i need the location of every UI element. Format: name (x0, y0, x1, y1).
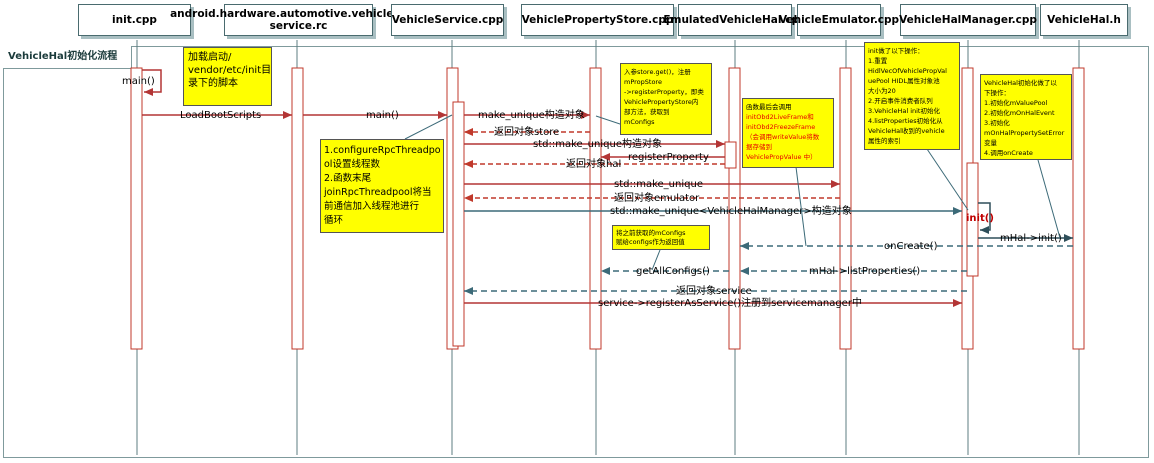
note-line: VehicleHal收到的vehicle (868, 127, 945, 135)
note-line: initObd2FreezeFrame (746, 123, 816, 131)
label-mhal-init: mHal->init() (1000, 233, 1062, 244)
note-main-steps: 1.configureRpcThreadpo ol设置线程数 2.函数末尾 jo… (320, 139, 444, 233)
note-line: 前通信加入线程池进行 (324, 201, 420, 212)
participant-service: VehicleService.cpp (391, 4, 504, 36)
label-make-unique-emulator: std::make_unique (614, 179, 703, 190)
connector-note-init-obd (795, 166, 807, 247)
connector-note-hal-init (1037, 159, 1061, 239)
note-line: 入参store.get()，注册 (624, 68, 691, 76)
connector-note-configs (651, 249, 661, 271)
label-get-all-configs: getAllConfigs() (636, 266, 710, 277)
note-store-get: 入参store.get()，注册 mPropStore ->registerPr… (620, 63, 712, 135)
activation-halh (1072, 67, 1085, 350)
note-line: 4.listProperties初始化从 (868, 117, 943, 125)
note-line: 赋给configs作为返回值 (616, 238, 685, 246)
label-self-main: main() (122, 76, 155, 87)
activation-manager-inner (966, 162, 979, 277)
note-line: 属性的索引 (868, 137, 901, 145)
connector-note-manager-init (924, 145, 969, 211)
label-on-create: onCreate() (884, 241, 938, 252)
note-line: HidlVecOfVehiclePropVal (868, 67, 947, 75)
note-line: 2.初始化mOnHalEvent (984, 109, 1055, 117)
participant-halh: VehicleHal.h (1040, 4, 1128, 36)
activation-emulhal (728, 67, 741, 350)
activation-rc (291, 67, 304, 350)
note-line: mConfigs (624, 118, 655, 126)
label-load-boot-scripts: LoadBootScripts (180, 110, 261, 121)
note-configs-return: 将之前获取的mConfigs 赋给configs作为返回值 (612, 225, 710, 250)
activation-emulhal-inner (724, 141, 737, 169)
connector-note-main-steps (404, 114, 453, 140)
note-line: （会调用writeValue将数 (746, 133, 820, 141)
note-line: 函数最后会调用 (746, 103, 792, 111)
note-line: 2.函数末尾 (324, 173, 372, 184)
label-return-hal: 返回对象hal (566, 157, 621, 170)
note-line: 1.configureRpcThreadpo (324, 145, 441, 156)
note-line: 1.初始化mValuePool (984, 99, 1048, 107)
activation-store (589, 67, 602, 350)
label-self-init: init() (966, 213, 994, 224)
label-make-unique-emulhal: std::make_unique构造对象 (533, 137, 662, 150)
note-line: 部方法，获取到 (624, 108, 670, 116)
note-hal-init: VehicleHal初始化做了以 下操作： 1.初始化mValuePool 2.… (980, 74, 1072, 160)
note-line: 循环 (324, 215, 344, 226)
note-line: vendor/etc/init目 (188, 65, 272, 76)
frame-label: VehicleHal初始化流程 (3, 46, 133, 69)
self-message-main (142, 69, 162, 96)
self-message-init (978, 202, 991, 234)
activation-emulator (839, 67, 852, 350)
label-return-store: 返回对象store (494, 125, 559, 138)
note-line: 下操作： (984, 89, 1010, 97)
activation-service-inner (452, 101, 465, 347)
note-line: uePool HIDL属性对象池 (868, 77, 940, 85)
label-register-property: registerProperty (628, 152, 709, 163)
note-line: mPropStore (624, 78, 662, 86)
note-line: VehiclePropValue 中） (746, 153, 817, 161)
note-line: 4.调用onCreate (984, 149, 1033, 157)
note-line: init做了以下操作： (868, 47, 924, 55)
note-line: 变量 (984, 139, 997, 147)
note-manager-init: init做了以下操作： 1.重置 HidlVecOfVehiclePropVal… (864, 42, 960, 150)
note-line: 3.VehicleHal init初始化 (868, 107, 940, 115)
note-boot-scripts: 加载启动/ vendor/etc/init目 录下的脚本 (183, 47, 272, 106)
note-init-obd: 函数最后会调用 initObd2LiveFrame和 initObd2Freez… (742, 98, 834, 168)
label-register-as-service: service->registerAsService()注册到servicema… (598, 296, 862, 309)
participant-store: VehiclePropertyStore.cpp (521, 4, 674, 36)
label-return-service: 返回对象service (676, 284, 752, 297)
label-return-emulator: 返回对象emulator (614, 191, 700, 204)
label-list-properties: mHal->listProperties() (809, 266, 920, 277)
participant-emulhal: EmulatedVehicleHal.cpp (663, 4, 807, 36)
note-line: joinRpcThreadpool将当 (324, 187, 432, 198)
note-line: 3.初始化 (984, 119, 1010, 127)
note-line: 2.开启事件消费者队列 (868, 97, 933, 105)
note-line: 将之前获取的mConfigs (616, 229, 686, 237)
diagram-frame (3, 46, 1149, 458)
note-line: ->registerProperty，即类 (624, 88, 704, 96)
label-make-unique-manager: std::make_unique<VehicleHalManager>构造对象 (610, 204, 852, 217)
activation-init (130, 67, 143, 350)
note-line: VehicleHal初始化做了以 (984, 79, 1057, 87)
note-line: ol设置线程数 (324, 159, 380, 170)
participant-rc: android.hardware.automotive.vehicle@2.0-… (170, 4, 427, 36)
participant-init: init.cpp (78, 4, 191, 36)
note-line: initObd2LiveFrame和 (746, 113, 814, 121)
note-line: 1.重置 (868, 57, 888, 65)
participant-emulator: VehicleEmulator.cpp (779, 4, 899, 36)
participant-manager: VehicleHalManager.cpp (899, 4, 1037, 36)
note-line: VehiclePropertyStore内 (624, 98, 699, 106)
note-line: 大小为20 (868, 87, 896, 95)
note-line: 据存储到 (746, 143, 772, 151)
label-main-service: main() (366, 110, 399, 121)
label-make-unique-store: make_unique构造对象 (478, 108, 585, 121)
note-line: 录下的脚本 (188, 78, 238, 89)
note-line: 加载启动/ (188, 52, 232, 63)
note-line: mOnHalPropertySetError (984, 129, 1065, 137)
